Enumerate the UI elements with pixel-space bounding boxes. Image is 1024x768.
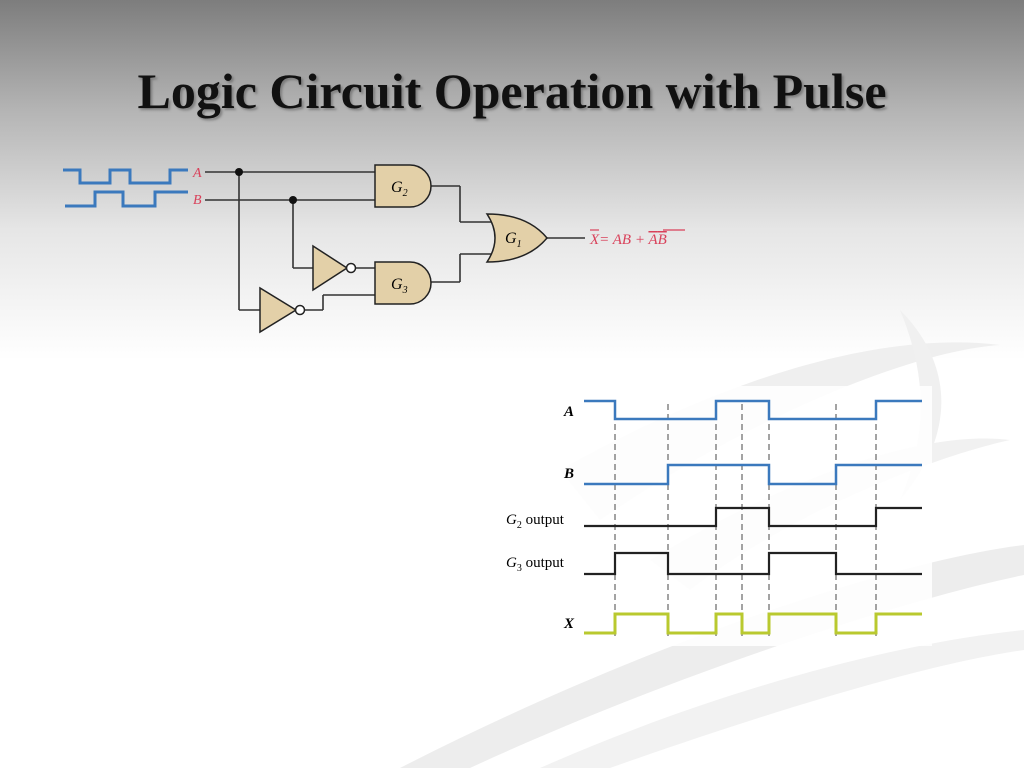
timing-trace-a: [584, 399, 922, 421]
timing-trace-x: [584, 612, 922, 635]
input-b-waveform: [65, 190, 188, 208]
circuit-wires: [205, 171, 585, 311]
timing-trace-g2: [584, 506, 922, 528]
and-gate-g3: [374, 261, 432, 305]
slide-title: Logic Circuit Operation with Pulse: [137, 63, 887, 119]
gate-g2-label: G2: [391, 179, 408, 199]
not-gate-a: [259, 286, 298, 334]
not-gate-a-bubble: [294, 304, 306, 316]
or-gate-g1: [485, 213, 548, 263]
gate-g3-label: G3: [391, 276, 408, 296]
timing-label-b: B: [563, 466, 574, 482]
and-gate-g2: [374, 164, 432, 208]
timing-trace-g3: [584, 551, 922, 576]
output-expression: X= AB + AB: [589, 232, 667, 248]
gate-g1-label: G1: [505, 230, 522, 250]
junction-dot-a: [235, 168, 243, 176]
input-a-waveform: [63, 168, 188, 185]
not-gate-b: [312, 244, 349, 292]
timing-label-g3-output: G3 output: [506, 555, 565, 574]
timing-label-g2-output: G2 output: [506, 512, 565, 531]
junction-dot-b: [289, 196, 297, 204]
logic-circuit-diagram: A B G2 G3 G1 X= AB + AB: [63, 164, 685, 334]
input-b-label: B: [193, 193, 202, 208]
timing-trace-b: [584, 463, 922, 486]
not-gate-b-bubble: [345, 262, 357, 274]
timing-diagram: A B G2 output G3 output X: [492, 386, 932, 646]
timing-label-x: X: [563, 616, 575, 632]
input-a-label: A: [192, 166, 202, 181]
timing-label-a: A: [563, 404, 574, 420]
